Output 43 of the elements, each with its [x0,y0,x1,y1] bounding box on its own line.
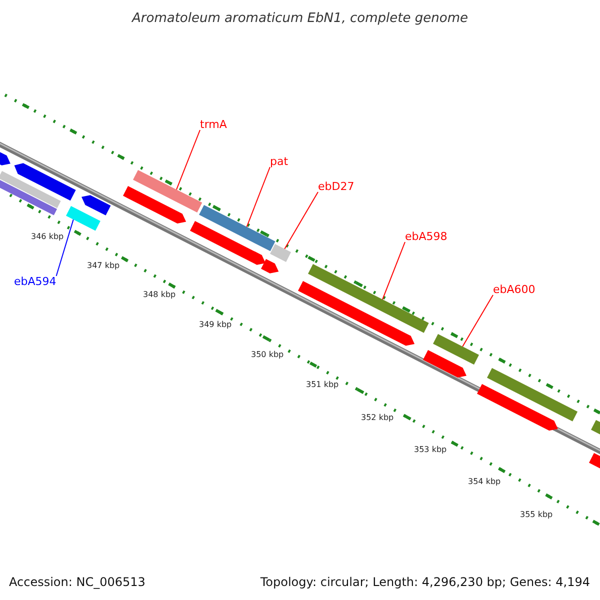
gene-feature [190,221,266,265]
leader-line [176,130,200,190]
gene-feature [0,171,61,208]
scale-label: 351 kbp [306,381,339,389]
leader-line [284,192,318,250]
scale-label: 350 kbp [251,351,284,359]
leader-line [462,294,494,348]
title: Aromatoleum aromaticum EbN1, complete genome [130,12,469,25]
gene-feature [199,205,276,252]
gene-feature [82,195,111,216]
scale-label: 349 kbp [199,321,232,329]
gene-label: ebD27 [318,181,354,192]
gene-feature [487,368,578,422]
gene-feature [298,281,415,346]
gene-feature [133,170,202,212]
scale-label: 353 kbp [414,446,447,454]
scale-label: 346 kbp [31,233,64,241]
gene-feature [308,264,429,333]
leader-line [246,166,270,228]
gene-feature [261,259,279,274]
gene-feature [433,334,479,365]
gene-label: ebA594 [14,276,56,287]
gene-feature [589,453,600,472]
scale-label: 352 kbp [361,414,394,422]
gene-feature [423,350,466,378]
gene-feature [0,180,58,216]
scale-label: 347 kbp [87,262,120,270]
gene-label: ebA598 [405,231,448,242]
scale-label: 355 kbp [520,511,553,519]
accession-text: Accession: NC_006513 [9,576,146,588]
genome-summary: Topology: circular; Length: 4,296,230 bp; Genes: 4,194 [260,576,590,588]
gene-feature [66,206,100,231]
scale-label: 354 kbp [468,478,501,486]
gene-label: trmA [200,119,227,130]
gene-feature [270,244,292,262]
gene-label: ebA600 [493,284,536,295]
leader-line [56,219,74,276]
gene-feature [14,163,76,201]
gene-label: pat [270,156,288,167]
gene-feature [477,384,558,431]
leader-line [382,242,406,300]
scale-label: 348 kbp [143,291,176,299]
gene-feature [123,186,186,224]
